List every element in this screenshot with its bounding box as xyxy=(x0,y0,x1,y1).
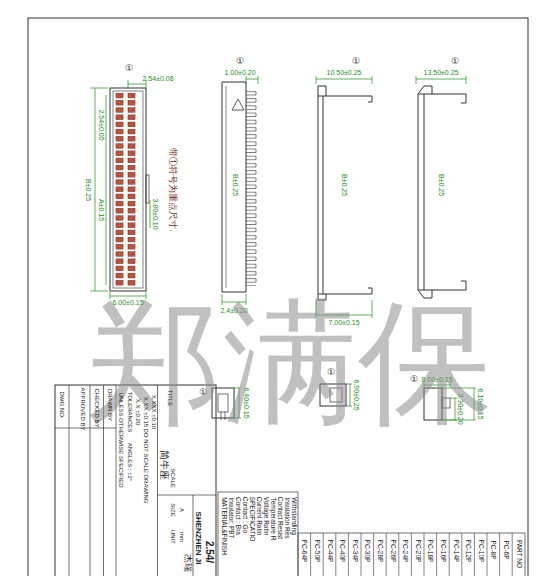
table-rule xyxy=(348,533,349,576)
spec-text: MATERIAL&FINISH xyxy=(221,497,228,555)
spec-text: Insulation Res xyxy=(284,497,291,538)
callout-number: ① xyxy=(451,57,459,66)
table-rule xyxy=(361,533,362,576)
note: 带①符号为重点尺寸. xyxy=(168,148,177,232)
title-block-text: TITLE xyxy=(167,390,173,406)
title-block-text: 简牛座 xyxy=(159,450,169,480)
dimension-label: B±0.25 xyxy=(341,174,348,196)
title-block-text: A xyxy=(179,508,185,512)
table-rule xyxy=(449,533,450,576)
dimension-label: 13.50±0.25 xyxy=(424,69,459,76)
table-rule xyxy=(386,533,387,576)
spec-text: Contact : Go xyxy=(242,497,249,534)
callout-number: ① xyxy=(125,64,133,73)
title-block-text: 杰瑞 xyxy=(183,554,192,572)
part-number: PC-18P xyxy=(427,540,434,563)
spec-text: Current Ratin xyxy=(256,497,263,536)
table-rule xyxy=(474,533,475,576)
spec-text: Insulator: PBT xyxy=(228,497,235,538)
table-rule xyxy=(424,533,425,576)
dimension-label: 2.54±0.05 xyxy=(98,109,105,140)
title-block-text: ANGLES : ±2° xyxy=(127,443,133,481)
part-number: PC-6P xyxy=(503,540,510,559)
table-rule xyxy=(436,533,437,576)
callout-number: ① xyxy=(352,57,360,66)
part-number: PC-24P xyxy=(402,540,409,563)
spec-text: Contact : Bra xyxy=(235,497,242,535)
title-block-text: TOLERANCES xyxy=(127,392,133,433)
dimension-label: B±0.25 xyxy=(85,179,92,201)
part-number: PC-12P xyxy=(465,540,472,563)
table-rule xyxy=(461,533,462,576)
title-block-text: DRAWN BY xyxy=(107,389,113,421)
table-rule xyxy=(335,533,336,576)
dimension-label: 2.54±0.08 xyxy=(142,75,173,82)
part-number: PC-30P xyxy=(364,540,371,563)
title-block-text: DWG NO. xyxy=(59,392,65,419)
part-number: PC-40P xyxy=(339,540,346,563)
part-number: PC-44P xyxy=(326,540,333,563)
title-block-text: SCALE xyxy=(170,468,176,488)
table-rule xyxy=(310,533,311,576)
spec-text: SPECIFICATIO xyxy=(249,497,256,542)
table-rule xyxy=(411,533,412,576)
spec-text: Withstanding xyxy=(291,497,298,535)
dimension-label: A±0.15 xyxy=(98,199,105,221)
title-block-text: 2.54/ xyxy=(204,541,214,563)
spec-text: Temperature R xyxy=(270,497,277,540)
part-number: PC-10P xyxy=(477,540,484,563)
part-number: PC-64P xyxy=(301,540,308,563)
table-rule xyxy=(373,533,374,576)
table-rule xyxy=(499,533,500,576)
part-number: PC-50P xyxy=(314,540,321,563)
title-block-text: mm xyxy=(179,532,185,542)
table-rule xyxy=(323,533,324,576)
part-number: PC-8P xyxy=(490,540,497,559)
part-number: PC-16P xyxy=(440,540,447,563)
part-number: PC-20P xyxy=(414,540,421,563)
part-number: PC-28P xyxy=(377,540,384,563)
part-number: PC-14P xyxy=(452,540,459,563)
part-number: PC-26P xyxy=(389,540,396,563)
table-rule xyxy=(398,533,399,576)
title-block-text: UNLESS OTHERWISE SPECIFIED xyxy=(118,392,124,487)
callout-number: ① xyxy=(236,57,244,66)
dimension-label: B±0.25 xyxy=(438,174,445,196)
title-block-text: SHENZHEN JI xyxy=(194,512,202,565)
title-block-text: X.XXX ±0.10 xyxy=(151,395,157,429)
title-block-text: APPROVED BY xyxy=(80,387,86,430)
title-block-text: CHECKED BY xyxy=(94,388,100,427)
dimension-label: 1.00±0.20 xyxy=(224,69,255,76)
title-block-text: UNIT xyxy=(170,530,176,544)
part-number: PART NO xyxy=(515,540,522,568)
title-block-text: X.XX ±0.15 xyxy=(143,397,149,427)
dimension-label: 10.50±0.25 xyxy=(327,69,362,76)
table-rule xyxy=(487,533,488,576)
table-rule xyxy=(512,533,513,576)
spec-text: Contact Resist xyxy=(277,497,284,539)
dimension-label: B±0.25 xyxy=(232,174,239,196)
part-number: PC-34P xyxy=(351,540,358,563)
spec-text: Voltage Ratin xyxy=(263,497,270,536)
title-block-text: DO NOT SCALE DRAWING xyxy=(143,428,149,503)
dimension-label: 3.80±0.10 xyxy=(152,198,159,229)
title-block-text: X.X ±0.20 xyxy=(135,399,141,425)
title-block-text: SIZE xyxy=(170,503,176,516)
